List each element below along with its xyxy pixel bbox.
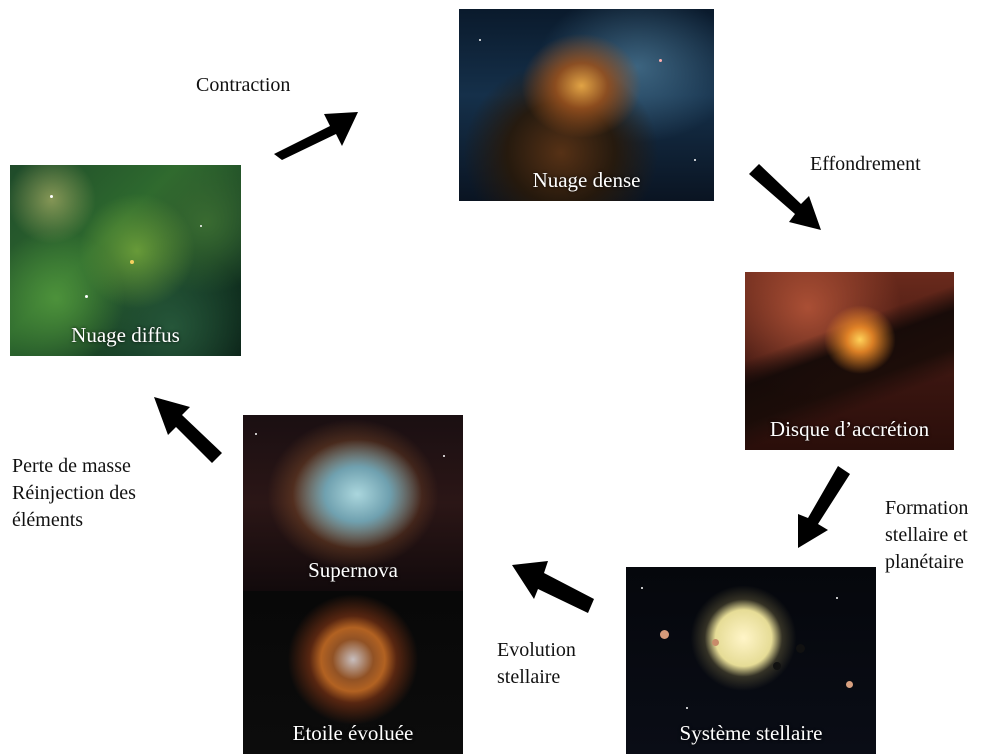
evolved-star-panel: Etoile évoluée (243, 591, 463, 754)
star-dot (641, 587, 643, 589)
arrow-down-left-icon (798, 466, 850, 548)
star-dot (255, 433, 257, 435)
stellar-system-caption: Système stellaire (679, 721, 823, 745)
evolution-line-1: Evolution (497, 639, 576, 661)
supernova-panel: Supernova (243, 415, 463, 591)
arrow-up-right-icon (274, 112, 358, 160)
arrow-left-icon (512, 561, 594, 613)
dense-cloud-caption: Nuage dense (532, 168, 641, 192)
planet-dot (712, 639, 719, 646)
formation-label: Formation stellaire et planétaire (885, 495, 968, 576)
diffuse-cloud-caption: Nuage diffus (71, 323, 180, 347)
planet-dot (660, 630, 669, 639)
planet-dot (846, 681, 853, 688)
diffuse-cloud-panel: Nuage diffus (10, 165, 241, 356)
formation-line-3: planétaire (885, 551, 964, 573)
star-dot (85, 295, 88, 298)
dense-cloud-panel: Nuage dense (459, 9, 714, 201)
accretion-disk-panel: Disque d’accrétion (745, 272, 954, 450)
supernova-caption: Supernova (308, 558, 398, 582)
stellar-system-panel: Système stellaire (626, 567, 876, 754)
mass-loss-line-1: Perte de masse (12, 455, 131, 477)
formation-line-1: Formation (885, 497, 969, 519)
star-dot (836, 597, 838, 599)
star-dot (200, 225, 202, 227)
evolved-star-caption: Etoile évoluée (292, 721, 414, 745)
formation-line-2: stellaire et (885, 524, 968, 546)
contraction-label: Contraction (196, 74, 291, 96)
star-dot (694, 159, 696, 161)
planet-dot (773, 662, 781, 670)
evolution-label: Evolution stellaire (497, 637, 576, 691)
arrow-down-right-icon (749, 164, 821, 230)
mass-loss-label: Perte de masse Réinjection des éléments (12, 453, 136, 534)
accretion-disk-caption: Disque d’accrétion (769, 417, 930, 441)
star-dot (130, 260, 134, 264)
mass-loss-line-2: Réinjection des (12, 482, 136, 504)
star-dot (686, 707, 688, 709)
star-dot (479, 39, 481, 41)
star-dot (443, 455, 445, 457)
star-dot (50, 195, 53, 198)
mass-loss-line-3: éléments (12, 509, 84, 531)
planet-dot (796, 644, 805, 653)
effondrement-label: Effondrement (810, 153, 921, 175)
star-dot (659, 59, 662, 62)
evolution-line-2: stellaire (497, 666, 561, 688)
arrow-up-left-icon (154, 397, 222, 463)
